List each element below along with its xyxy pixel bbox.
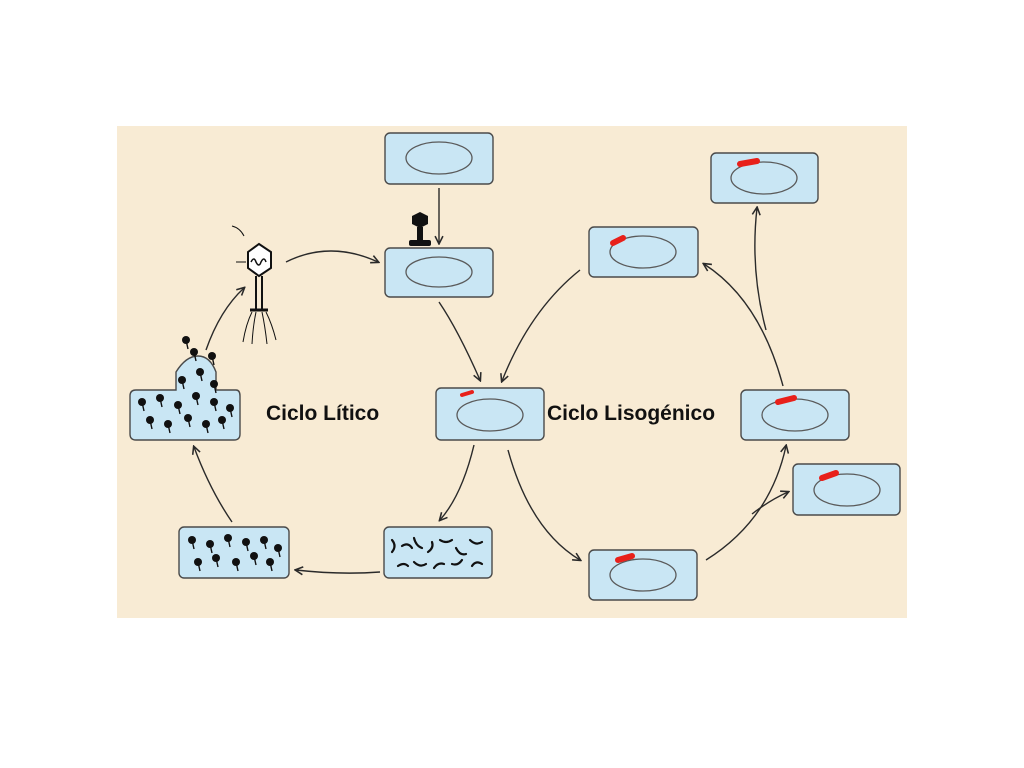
infected-cell-center [435, 387, 545, 441]
lytic-cycle-label: Ciclo Lítico [266, 402, 379, 425]
lysogenic-cycle-label: Ciclo Lisogénico [547, 402, 715, 425]
lysogenic-cell-top-right [710, 152, 819, 204]
uninfected-cell-top [384, 132, 494, 185]
phage-attachment-cell [384, 247, 494, 298]
bacteriophage-icon [231, 225, 277, 345]
cycle-arrows [194, 188, 788, 573]
lysogenic-cell-lower-right [792, 463, 901, 516]
attaching-phage-icon [409, 212, 431, 246]
lysogenic-cell-bottom [588, 549, 698, 601]
lysogenic-cell-upper [588, 226, 699, 278]
phage-assembly-cell [178, 526, 290, 579]
phage-dna-replication-cell [383, 526, 493, 579]
lysing-cell [129, 335, 241, 441]
lysogenic-cell-right [740, 389, 850, 441]
